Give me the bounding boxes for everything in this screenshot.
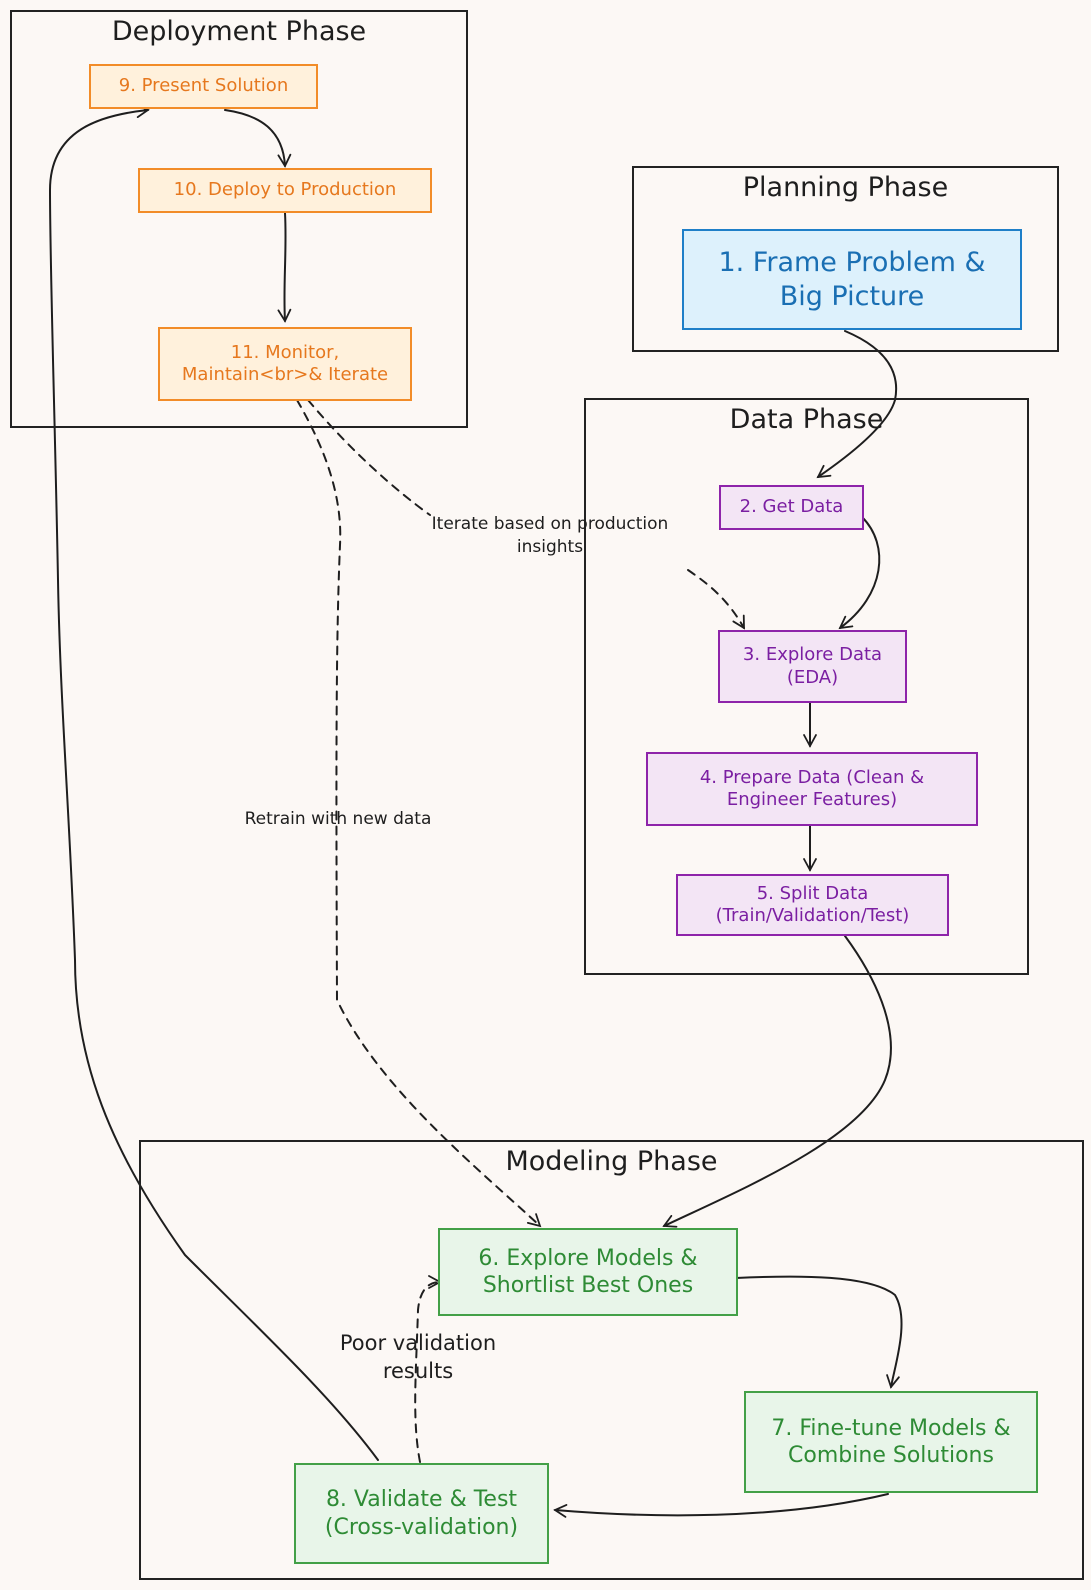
node-present-solution[interactable]: 9. Present Solution [89, 64, 318, 109]
edge-10-to-11 [277, 212, 292, 323]
edge-11-to-3-dashed [307, 399, 431, 516]
node-prepare-data[interactable]: 4. Prepare Data (Clean & Engineer Featur… [646, 752, 978, 826]
node-frame-problem-label: 1. Frame Problem & Big Picture [718, 246, 986, 312]
edge-6-to-7 [735, 1275, 903, 1389]
node-explore-data-label: 3. Explore Data (EDA) [742, 644, 883, 688]
node-explore-data[interactable]: 3. Explore Data (EDA) [718, 630, 907, 703]
node-present-solution-label: 9. Present Solution [118, 75, 289, 97]
node-validate-test[interactable]: 8. Validate & Test (Cross-validation) [294, 1463, 549, 1564]
node-split-data-label: 5. Split Data (Train/Validation/Test) [715, 882, 910, 927]
node-get-data[interactable]: 2. Get Data [719, 485, 864, 530]
data-phase-group: Data Phase [584, 398, 1029, 975]
modeling-phase-title: Modeling Phase [505, 1146, 718, 1177]
edge-11-to-3-dashed-end [687, 569, 745, 630]
node-monitor-maintain-iterate[interactable]: 11. Monitor, Maintain<br>& Iterate [158, 327, 412, 401]
edge-8-to-9 [48, 104, 379, 1461]
node-fine-tune-models-label: 7. Fine-tune Models & Combine Solutions [771, 1415, 1011, 1469]
node-prepare-data-label: 4. Prepare Data (Clean & Engineer Featur… [699, 766, 925, 811]
modeling-phase-group: Modeling Phase [139, 1140, 1084, 1580]
node-validate-test-label: 8. Validate & Test (Cross-validation) [324, 1487, 519, 1540]
node-frame-problem[interactable]: 1. Frame Problem & Big Picture [682, 229, 1022, 330]
edge-8-to-6-dashed [414, 1275, 442, 1463]
edge-label-retrain: Retrain with new data [218, 808, 458, 831]
node-deploy-to-production-label: 10. Deploy to Production [173, 179, 397, 201]
edge-label-poor-text: Poor validation results [339, 1331, 497, 1384]
edge-1-to-2 [816, 330, 898, 479]
edge-7-to-8 [553, 1493, 889, 1518]
data-phase-title: Data Phase [729, 404, 884, 435]
node-monitor-maintain-iterate-label: 11. Monitor, Maintain<br>& Iterate [181, 341, 389, 386]
node-deploy-to-production[interactable]: 10. Deploy to Production [138, 168, 432, 213]
node-fine-tune-models[interactable]: 7. Fine-tune Models & Combine Solutions [744, 1391, 1038, 1493]
edge-label-iterate-text: Iterate based on production insights [431, 514, 669, 557]
edge-label-retrain-text: Retrain with new data [244, 809, 432, 829]
planning-phase-title: Planning Phase [742, 172, 949, 203]
edge-9-to-10 [224, 109, 292, 168]
edge-2-to-3 [838, 516, 881, 630]
edge-5-to-6 [662, 935, 892, 1228]
edge-11-to-6-dashed [296, 399, 542, 1228]
edge-label-iterate: Iterate based on production insights [400, 513, 700, 559]
node-explore-models-label: 6. Explore Models & Shortlist Best Ones [478, 1245, 698, 1299]
planning-phase-group: Planning Phase [632, 166, 1059, 352]
node-explore-models[interactable]: 6. Explore Models & Shortlist Best Ones [438, 1228, 738, 1316]
deployment-phase-title: Deployment Phase [111, 16, 367, 47]
node-get-data-label: 2. Get Data [739, 496, 844, 518]
edge-label-poor: Poor validation results [318, 1329, 518, 1386]
deployment-phase-group: Deployment Phase [10, 10, 468, 428]
node-split-data[interactable]: 5. Split Data (Train/Validation/Test) [676, 874, 949, 936]
